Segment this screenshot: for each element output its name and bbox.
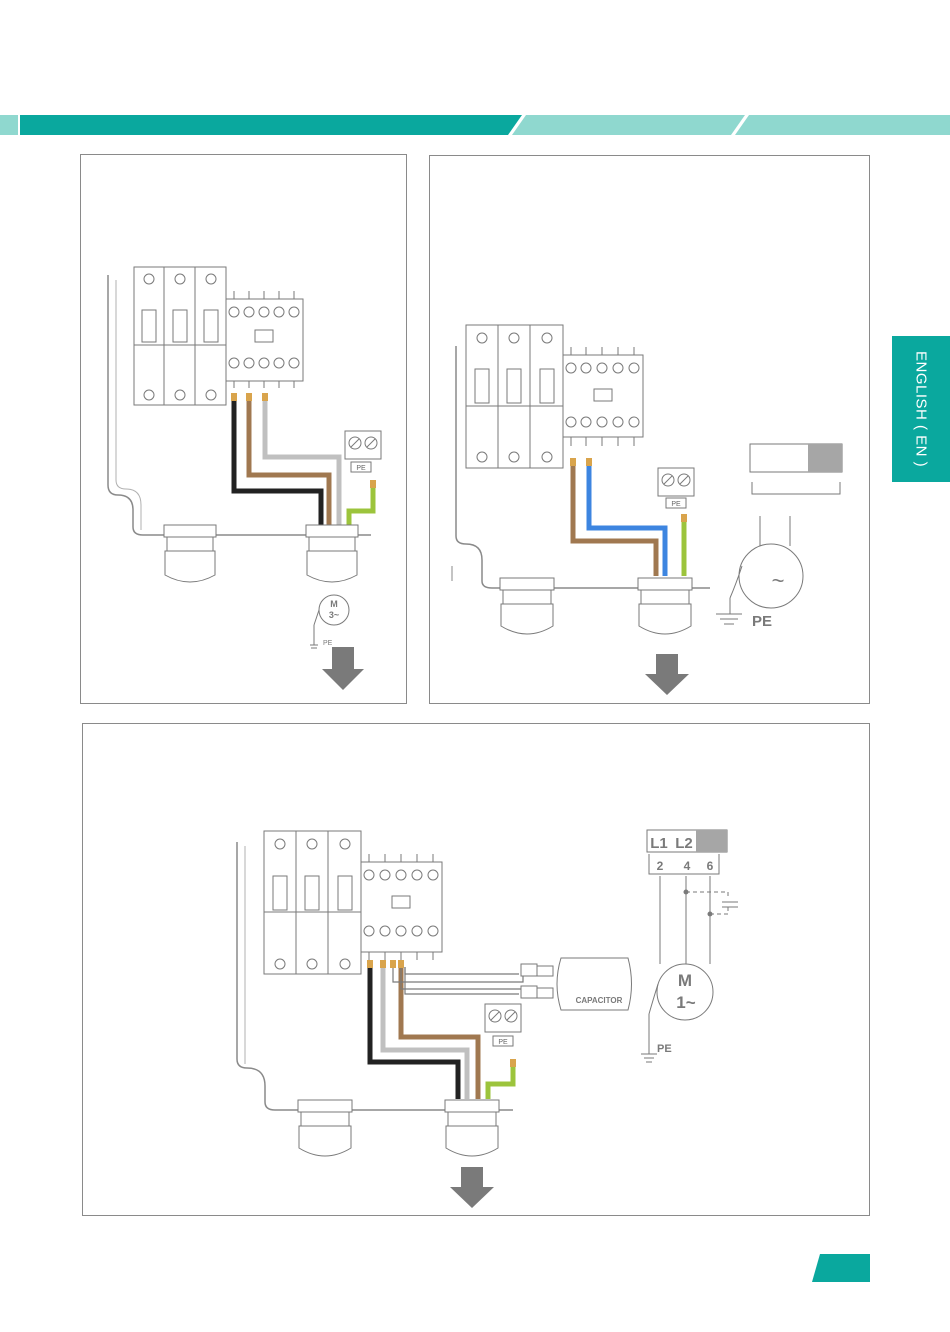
cable-gland-right xyxy=(638,578,692,634)
pe-terminal-block: PE xyxy=(485,1004,521,1046)
page-number-tab xyxy=(812,1254,870,1282)
pe-terminal-block: PE xyxy=(658,468,694,508)
pe-ground-label: PE xyxy=(657,1043,672,1055)
down-arrow-icon xyxy=(645,654,689,695)
three-phase-diagram: PE M 3~ PE xyxy=(81,155,408,705)
cable-gland-left xyxy=(298,1100,352,1156)
down-arrow-icon xyxy=(450,1167,494,1208)
motor-label: M xyxy=(678,971,692,990)
header-stripe xyxy=(0,115,950,135)
contactor xyxy=(361,854,442,960)
panel-single-phase: PE ~ PE xyxy=(429,155,870,704)
language-label: ENGLISH ( EN ) xyxy=(913,351,930,467)
panel-single-phase-capacitor: CAPACITOR PE L1 L2 2 4 6 xyxy=(82,723,870,1216)
terminal-6: 6 xyxy=(707,859,714,873)
circuit-breaker xyxy=(264,831,361,974)
terminal-strip: L1 L2 2 4 6 xyxy=(647,830,727,874)
motor-three-phase: M 3~ PE xyxy=(310,595,349,648)
capacitor: CAPACITOR xyxy=(521,958,632,1010)
language-tab[interactable]: ENGLISH ( EN ) xyxy=(892,336,950,482)
contactor xyxy=(563,347,643,446)
pe-terminal-label: PE xyxy=(356,465,366,472)
single-phase-diagram: PE ~ PE xyxy=(430,156,871,705)
pe-terminal-label: PE xyxy=(498,1039,508,1046)
svg-text:3~: 3~ xyxy=(329,610,339,620)
down-arrow-icon xyxy=(322,647,364,690)
cable-gland-left xyxy=(500,578,554,634)
circuit-breaker xyxy=(134,267,226,405)
cable-gland-right xyxy=(445,1100,499,1156)
l2-label: L2 xyxy=(675,835,693,852)
capacitor-label: CAPACITOR xyxy=(576,996,623,1005)
capacitor-diagram: CAPACITOR PE L1 L2 2 4 6 xyxy=(83,724,871,1217)
panel-three-phase: PE M 3~ PE xyxy=(80,154,407,704)
pe-terminal-label: PE xyxy=(671,501,681,508)
cable-gland-left xyxy=(164,525,216,582)
l1-label: L1 xyxy=(650,835,668,852)
circuit-breaker xyxy=(466,325,563,468)
terminal-4: 4 xyxy=(684,859,691,873)
ac-symbol: ~ xyxy=(772,568,785,593)
pe-ground-label: PE xyxy=(323,640,333,647)
contactor xyxy=(226,291,303,388)
terminal-2: 2 xyxy=(657,859,664,873)
motor-single-phase-cap xyxy=(641,876,738,1062)
svg-text:M: M xyxy=(330,599,338,609)
cable-gland-right xyxy=(306,525,358,582)
pe-ground-label: PE xyxy=(752,613,772,630)
terminal-strip xyxy=(750,444,842,494)
pe-terminal-block: PE xyxy=(345,431,381,472)
motor-single-phase: ~ PE xyxy=(716,516,803,630)
motor-phase-label: 1~ xyxy=(676,993,695,1012)
